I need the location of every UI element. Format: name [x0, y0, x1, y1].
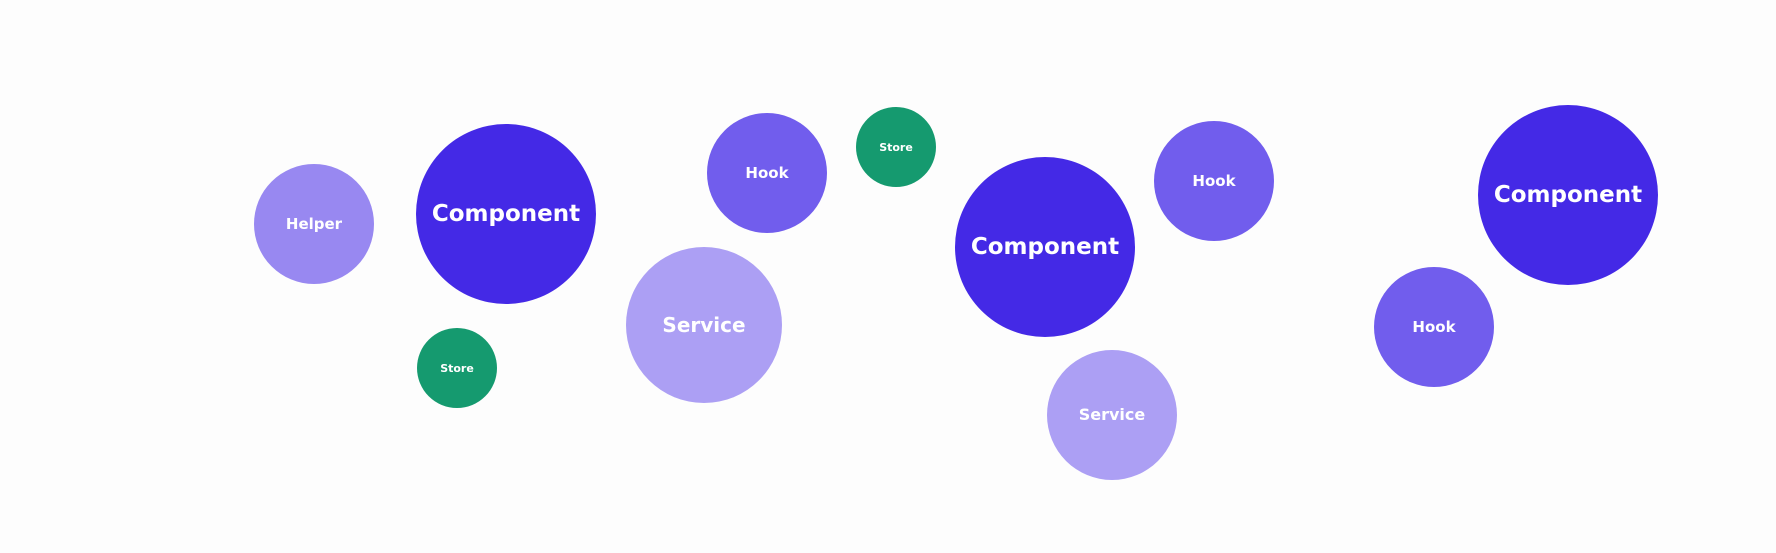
bubble-store[interactable]: Store	[417, 328, 497, 408]
bubble-hook[interactable]: Hook	[707, 113, 827, 233]
bubble-label: Component	[431, 200, 581, 227]
bubble-component[interactable]: Component	[955, 157, 1135, 337]
bubble-store[interactable]: Store	[856, 107, 936, 187]
bubble-label: Service	[662, 313, 746, 337]
bubble-helper[interactable]: Helper	[254, 164, 374, 284]
bubble-label: Hook	[745, 163, 789, 182]
bubble-label: Store	[879, 140, 913, 154]
bubble-label: Component	[970, 233, 1120, 260]
bubble-hook[interactable]: Hook	[1374, 267, 1494, 387]
bubble-label: Store	[440, 361, 474, 375]
bubble-label: Hook	[1192, 171, 1236, 190]
bubble-component[interactable]: Component	[1478, 105, 1658, 285]
bubble-label: Helper	[285, 214, 343, 233]
bubble-label: Component	[1493, 181, 1643, 208]
bubble-service[interactable]: Service	[626, 247, 782, 403]
bubble-component[interactable]: Component	[416, 124, 596, 304]
bubble-label: Service	[1078, 405, 1146, 424]
bubble-hook[interactable]: Hook	[1154, 121, 1274, 241]
bubble-service[interactable]: Service	[1047, 350, 1177, 480]
bubble-label: Hook	[1412, 317, 1456, 336]
